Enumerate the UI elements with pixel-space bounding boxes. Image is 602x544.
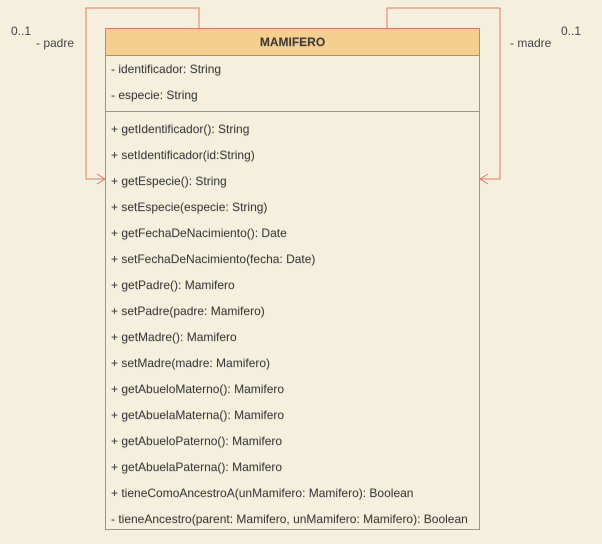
method-row: - tieneAncestro(parent: Mamifero, unMami…: [111, 512, 468, 526]
method-row: + getAbuelaMaterna(): Mamifero: [111, 408, 285, 422]
method-row: + getPadre(): Mamifero: [111, 278, 235, 292]
method-row: + setIdentificador(id:String): [111, 148, 255, 162]
madre-multiplicity: 0..1: [561, 24, 582, 38]
method-row: + getIdentificador(): String: [111, 122, 250, 136]
method-row: + getEspecie(): String: [111, 174, 227, 188]
method-row: + getFechaDeNacimiento(): Date: [111, 226, 287, 240]
method-row: + getAbueloMaterno(): Mamifero: [111, 382, 285, 396]
attribute-row: - especie: String: [111, 88, 198, 102]
padre-multiplicity: 0..1: [11, 24, 32, 38]
padre-association-line[interactable]: [85, 7, 200, 180]
padre-role-label: - padre: [36, 36, 75, 50]
madre-association-line[interactable]: [386, 7, 501, 180]
class-name: MAMIFERO: [106, 29, 479, 56]
method-row: + setEspecie(especie: String): [111, 200, 268, 214]
method-row: + setFechaDeNacimiento(fecha: Date): [111, 252, 316, 266]
method-row: + getAbuelaPaterna(): Mamifero: [111, 460, 283, 474]
method-row: + getAbueloPaterno(): Mamifero: [111, 434, 283, 448]
method-row: + setMadre(madre: Mamifero): [111, 356, 271, 370]
attributes-section: - identificador: String - especie: Strin…: [106, 56, 479, 112]
methods-section: + getIdentificador(): String + setIdenti…: [106, 112, 479, 532]
madre-role-label: - madre: [510, 36, 552, 50]
method-row: + tieneComoAncestroA(unMamifero: Mamifer…: [111, 486, 414, 500]
madre-arrowhead: [479, 173, 489, 185]
attribute-row: - identificador: String: [111, 62, 222, 76]
method-row: + getMadre(): Mamifero: [111, 330, 237, 344]
method-row: + setPadre(padre: Mamifero): [111, 304, 265, 318]
mamifero-class-box[interactable]: MAMIFERO - identificador: String - espec…: [105, 28, 480, 530]
